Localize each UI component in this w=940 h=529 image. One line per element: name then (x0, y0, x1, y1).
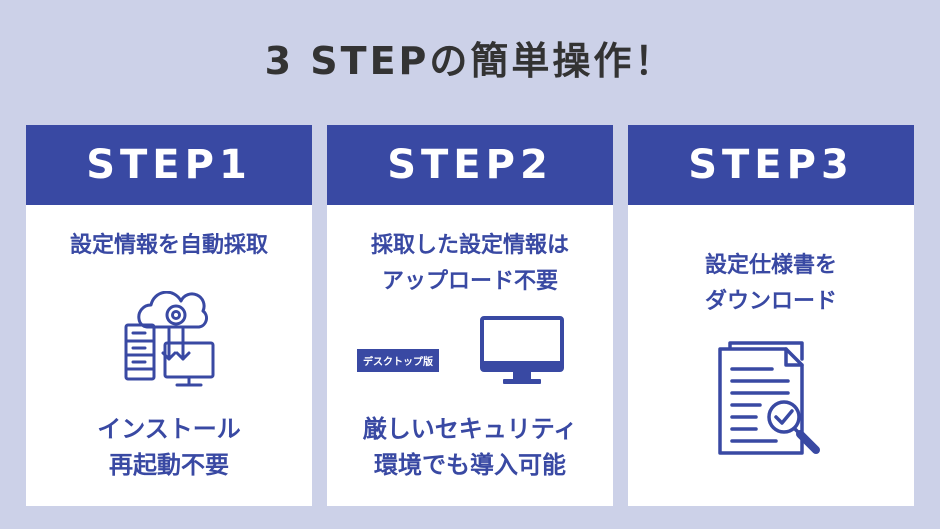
step-label: STEP3 (628, 125, 914, 205)
step-footer: 環境でも導入可能 (374, 451, 566, 479)
step-footer: 厳しいセキュリティ (362, 415, 578, 443)
step-label: STEP1 (26, 125, 312, 205)
step-heading: 設定情報を自動採取 (69, 233, 268, 258)
step-heading: アップロード不要 (381, 269, 558, 294)
step-footer: 再起動不要 (109, 451, 229, 479)
step-card-2: STEP2 採取した設定情報は アップロード不要 デスクトップ版 厳しいセキュリ… (327, 125, 613, 506)
step-footer: インストール (97, 415, 241, 443)
step-label: STEP2 (327, 125, 613, 205)
step-card-1: STEP1 設定情報を自動採取 (26, 125, 312, 506)
server-cloud-monitor-icon (124, 291, 215, 387)
step-heading: 採取した設定情報は (370, 233, 569, 258)
step-heading: 設定仕様書を (704, 253, 837, 278)
desktop-monitor-icon (480, 316, 564, 384)
step-card-3: STEP3 設定仕様書を ダウンロード (628, 125, 914, 506)
step-heading: ダウンロード (704, 289, 837, 314)
page-title: 3 STEPの簡単操作！ (264, 39, 676, 83)
document-magnifier-check-icon (718, 341, 820, 455)
desktop-edition-badge: デスクトップ版 (357, 349, 439, 372)
